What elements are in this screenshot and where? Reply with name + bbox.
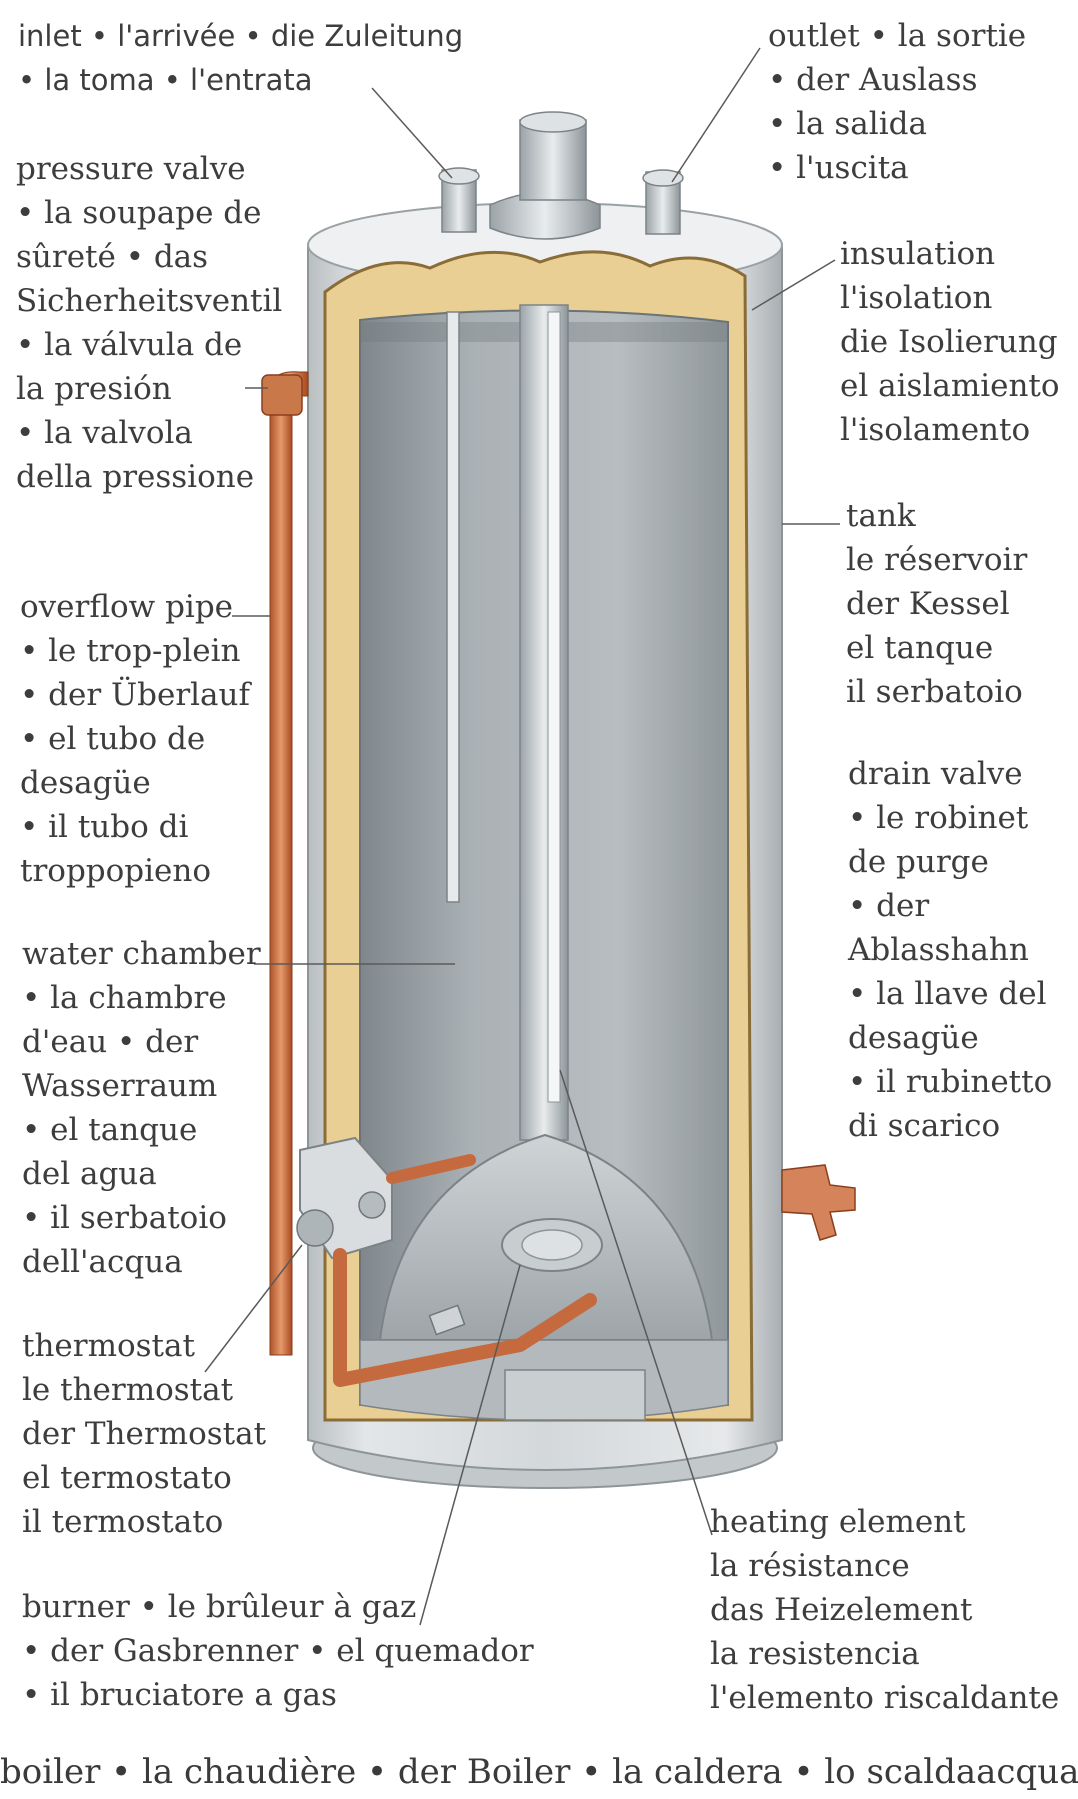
- label-line: • la chambre: [22, 976, 261, 1020]
- access-panel: [505, 1370, 645, 1420]
- label-line: di scarico: [848, 1104, 1052, 1148]
- flue-stack-top: [520, 112, 586, 132]
- label-line: • la valvola: [16, 411, 282, 455]
- label-outlet: outlet • la sortie • der Auslass • la sa…: [768, 14, 1026, 190]
- label-line: insulation: [840, 232, 1060, 276]
- gas-valve-knob: [297, 1210, 333, 1246]
- label-line: • el tubo de: [20, 717, 250, 761]
- label-line: l'elemento riscaldante: [710, 1676, 1059, 1720]
- label-line: • le robinet: [848, 796, 1052, 840]
- caption: boiler • la chaudière • der Boiler • la …: [0, 1752, 1078, 1792]
- label-line: Sicherheitsventil: [16, 279, 282, 323]
- label-line: • la salida: [768, 102, 1026, 146]
- label-line: el termostato: [22, 1456, 266, 1500]
- label-tank: tank le réservoir der Kessel el tanque i…: [846, 494, 1027, 714]
- label-line: le réservoir: [846, 538, 1027, 582]
- label-line: della pressione: [16, 455, 282, 499]
- label-line: die Isolierung: [840, 320, 1060, 364]
- label-line: la presión: [16, 367, 282, 411]
- label-line: el tanque: [846, 626, 1027, 670]
- label-line: l'isolation: [840, 276, 1060, 320]
- label-line: • la soupape de: [16, 191, 282, 235]
- label-line: il serbatoio: [846, 670, 1027, 714]
- label-insulation: insulation l'isolation die Isolierung el…: [840, 232, 1060, 452]
- label-line: desagüe: [848, 1016, 1052, 1060]
- label-line: • la llave del: [848, 972, 1052, 1016]
- flue-tube: [520, 305, 568, 1140]
- label-inlet: inlet • l'arrivée • die Zuleitung • la t…: [18, 14, 463, 102]
- label-line: • la válvula de: [16, 323, 282, 367]
- label-drain-valve: drain valve • le robinet de purge • der …: [848, 752, 1052, 1148]
- label-line: il termostato: [22, 1500, 266, 1544]
- label-line: l'isolamento: [840, 408, 1060, 452]
- label-line: das Heizelement: [710, 1588, 1059, 1632]
- burner-port: [522, 1230, 582, 1260]
- label-line: tank: [846, 494, 1027, 538]
- leader-outlet: [672, 48, 760, 182]
- label-line: la resistencia: [710, 1632, 1059, 1676]
- label-line: del agua: [22, 1152, 261, 1196]
- label-line: • der: [848, 884, 1052, 928]
- label-line: • il rubinetto: [848, 1060, 1052, 1104]
- label-line: Ablasshahn: [848, 928, 1052, 972]
- outlet-nipple-cap: [643, 170, 683, 186]
- label-overflow-pipe: overflow pipe • le trop-plein • der Über…: [20, 585, 250, 893]
- label-heating-element: heating element la résistance das Heizel…: [710, 1500, 1059, 1720]
- label-line: • der Gasbrenner • el quemador: [22, 1629, 534, 1673]
- label-line: • l'uscita: [768, 146, 1026, 190]
- drain-valve: [782, 1165, 855, 1240]
- label-line: outlet • la sortie: [768, 14, 1026, 58]
- label-line: burner • le brûleur à gaz: [22, 1585, 534, 1629]
- dip-tube: [447, 312, 459, 902]
- thermostat-dial: [359, 1192, 385, 1218]
- label-line: water chamber: [22, 932, 261, 976]
- label-water-chamber: water chamber • la chambre d'eau • der W…: [22, 932, 261, 1284]
- label-line: la résistance: [710, 1544, 1059, 1588]
- label-line: el aislamiento: [840, 364, 1060, 408]
- label-line: d'eau • der: [22, 1020, 261, 1064]
- label-line: • la toma • l'entrata: [18, 58, 463, 102]
- label-line: • der Auslass: [768, 58, 1026, 102]
- label-line: heating element: [710, 1500, 1059, 1544]
- label-line: • il bruciatore a gas: [22, 1673, 534, 1717]
- label-line: der Thermostat: [22, 1412, 266, 1456]
- label-line: pressure valve: [16, 147, 282, 191]
- label-line: • le trop-plein: [20, 629, 250, 673]
- label-line: desagüe: [20, 761, 250, 805]
- label-line: troppopieno: [20, 849, 250, 893]
- label-line: der Kessel: [846, 582, 1027, 626]
- label-line: • il serbatoio: [22, 1196, 261, 1240]
- label-line: drain valve: [848, 752, 1052, 796]
- label-burner: burner • le brûleur à gaz • der Gasbrenn…: [22, 1585, 534, 1717]
- label-line: le thermostat: [22, 1368, 266, 1412]
- label-line: overflow pipe: [20, 585, 250, 629]
- label-line: • der Überlauf: [20, 673, 250, 717]
- label-line: sûreté • das: [16, 235, 282, 279]
- label-line: dell'acqua: [22, 1240, 261, 1284]
- label-line: Wasserraum: [22, 1064, 261, 1108]
- label-line: • il tubo di: [20, 805, 250, 849]
- heating-rod: [548, 312, 560, 1102]
- overflow-pipe: [270, 385, 292, 1355]
- label-line: thermostat: [22, 1324, 266, 1368]
- label-line: inlet • l'arrivée • die Zuleitung: [18, 14, 463, 58]
- label-line: de purge: [848, 840, 1052, 884]
- label-thermostat: thermostat le thermostat der Thermostat …: [22, 1324, 266, 1544]
- label-line: • el tanque: [22, 1108, 261, 1152]
- label-pressure-valve: pressure valve • la soupape de sûreté • …: [16, 147, 282, 499]
